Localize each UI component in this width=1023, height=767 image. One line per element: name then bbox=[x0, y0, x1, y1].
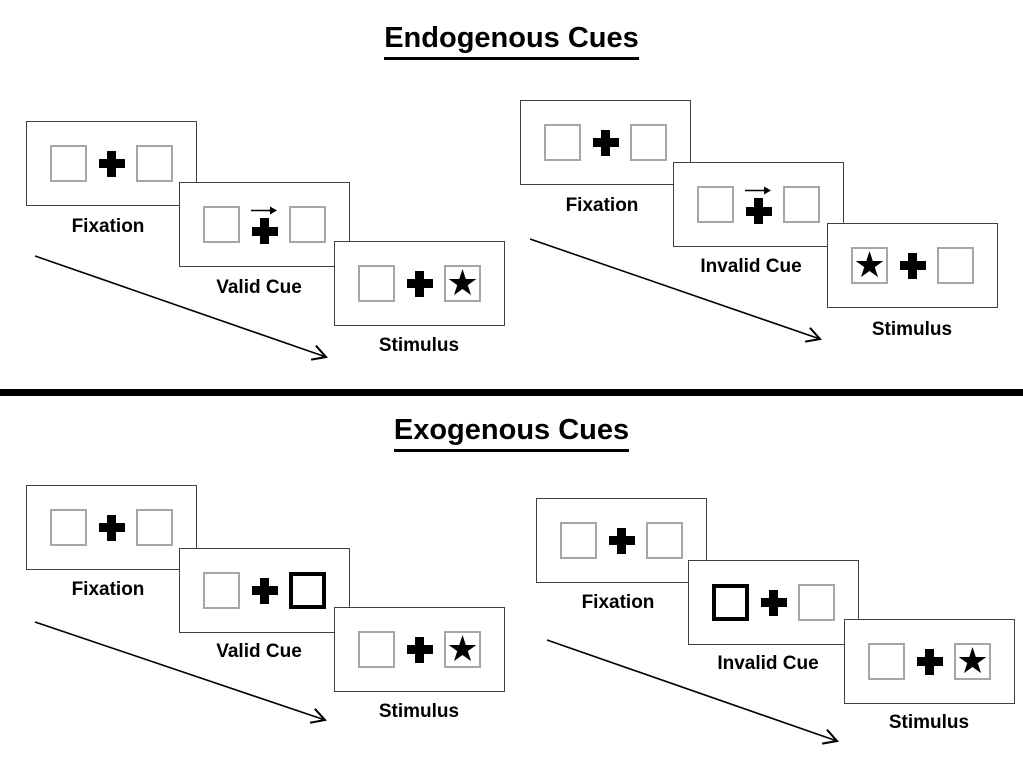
fixation-center bbox=[250, 205, 279, 244]
fixation-center bbox=[899, 252, 926, 279]
endogenous-section-title: Endogenous Cues bbox=[0, 22, 1023, 60]
right-box bbox=[289, 206, 326, 243]
endogenous-invalid-stimulus-panel bbox=[827, 223, 998, 308]
panel-label: Invalid Cue bbox=[700, 256, 802, 277]
plus-cross-icon bbox=[745, 198, 772, 224]
exogenous-invalid-cue-panel bbox=[688, 560, 859, 645]
left-box bbox=[697, 186, 734, 223]
left-box-thick-cue bbox=[712, 584, 749, 621]
plus-cross-icon bbox=[608, 527, 635, 554]
panel-label: Fixation bbox=[581, 592, 655, 613]
left-box bbox=[560, 522, 597, 559]
right-box-star bbox=[444, 631, 481, 668]
fixation-center bbox=[760, 589, 787, 616]
right-box bbox=[798, 584, 835, 621]
left-box bbox=[868, 643, 905, 680]
left-box bbox=[50, 145, 87, 182]
right-box bbox=[136, 509, 173, 546]
fixation-center bbox=[98, 514, 125, 541]
right-box-thick-cue bbox=[289, 572, 326, 609]
left-box-star bbox=[851, 247, 888, 284]
right-box bbox=[937, 247, 974, 284]
endogenous-valid-stimulus-panel bbox=[334, 241, 505, 326]
panel-label: Stimulus bbox=[378, 701, 460, 722]
left-box bbox=[544, 124, 581, 161]
right-box bbox=[783, 186, 820, 223]
left-box bbox=[358, 265, 395, 302]
plus-cross-icon bbox=[760, 589, 787, 616]
diagonal-arrow-icon bbox=[529, 238, 822, 343]
exogenous-invalid-stimulus-panel bbox=[844, 619, 1015, 704]
plus-cross-icon bbox=[916, 648, 943, 675]
plus-cross-icon bbox=[406, 270, 433, 297]
exogenous-valid-cue-panel bbox=[179, 548, 350, 633]
panel-label: Fixation bbox=[71, 579, 145, 600]
right-box bbox=[630, 124, 667, 161]
plus-cross-icon bbox=[251, 218, 278, 244]
section-divider bbox=[0, 389, 1023, 396]
panel-label: Valid Cue bbox=[216, 277, 302, 298]
plus-cross-icon bbox=[98, 150, 125, 177]
fixation-center bbox=[608, 527, 635, 554]
panel-label: Stimulus bbox=[871, 319, 953, 340]
exogenous-invalid-fixation-panel bbox=[536, 498, 707, 583]
panel-label: Stimulus bbox=[378, 335, 460, 356]
endogenous-invalid-cue-panel bbox=[673, 162, 844, 247]
exogenous-section-title: Exogenous Cues bbox=[0, 414, 1023, 452]
diagonal-arrow-icon bbox=[34, 621, 328, 724]
fixation-center bbox=[251, 577, 278, 604]
plus-cross-icon bbox=[406, 636, 433, 663]
right-arrow-icon bbox=[745, 186, 771, 195]
panel-label: Stimulus bbox=[888, 712, 970, 733]
right-box bbox=[646, 522, 683, 559]
exogenous-valid-stimulus-panel bbox=[334, 607, 505, 692]
diagonal-arrow-icon bbox=[34, 255, 328, 361]
fixation-center bbox=[744, 185, 773, 224]
left-box bbox=[50, 509, 87, 546]
left-box bbox=[203, 572, 240, 609]
right-box bbox=[136, 145, 173, 182]
left-box bbox=[203, 206, 240, 243]
right-box-star bbox=[954, 643, 991, 680]
fixation-center bbox=[592, 129, 619, 156]
panel-label: Fixation bbox=[71, 216, 145, 237]
panel-label: Invalid Cue bbox=[717, 653, 819, 674]
panel-label: Fixation bbox=[565, 195, 639, 216]
plus-cross-icon bbox=[251, 577, 278, 604]
panel-label: Valid Cue bbox=[216, 641, 302, 662]
fixation-center bbox=[406, 636, 433, 663]
left-box bbox=[358, 631, 395, 668]
endogenous-invalid-fixation-panel bbox=[520, 100, 691, 185]
plus-cross-icon bbox=[592, 129, 619, 156]
right-arrow-icon bbox=[251, 206, 277, 215]
exogenous-valid-fixation-panel bbox=[26, 485, 197, 570]
fixation-center bbox=[406, 270, 433, 297]
endogenous-valid-cue-panel bbox=[179, 182, 350, 267]
fixation-center bbox=[98, 150, 125, 177]
endogenous-valid-fixation-panel bbox=[26, 121, 197, 206]
fixation-center bbox=[916, 648, 943, 675]
right-box-star bbox=[444, 265, 481, 302]
plus-cross-icon bbox=[98, 514, 125, 541]
plus-cross-icon bbox=[899, 252, 926, 279]
